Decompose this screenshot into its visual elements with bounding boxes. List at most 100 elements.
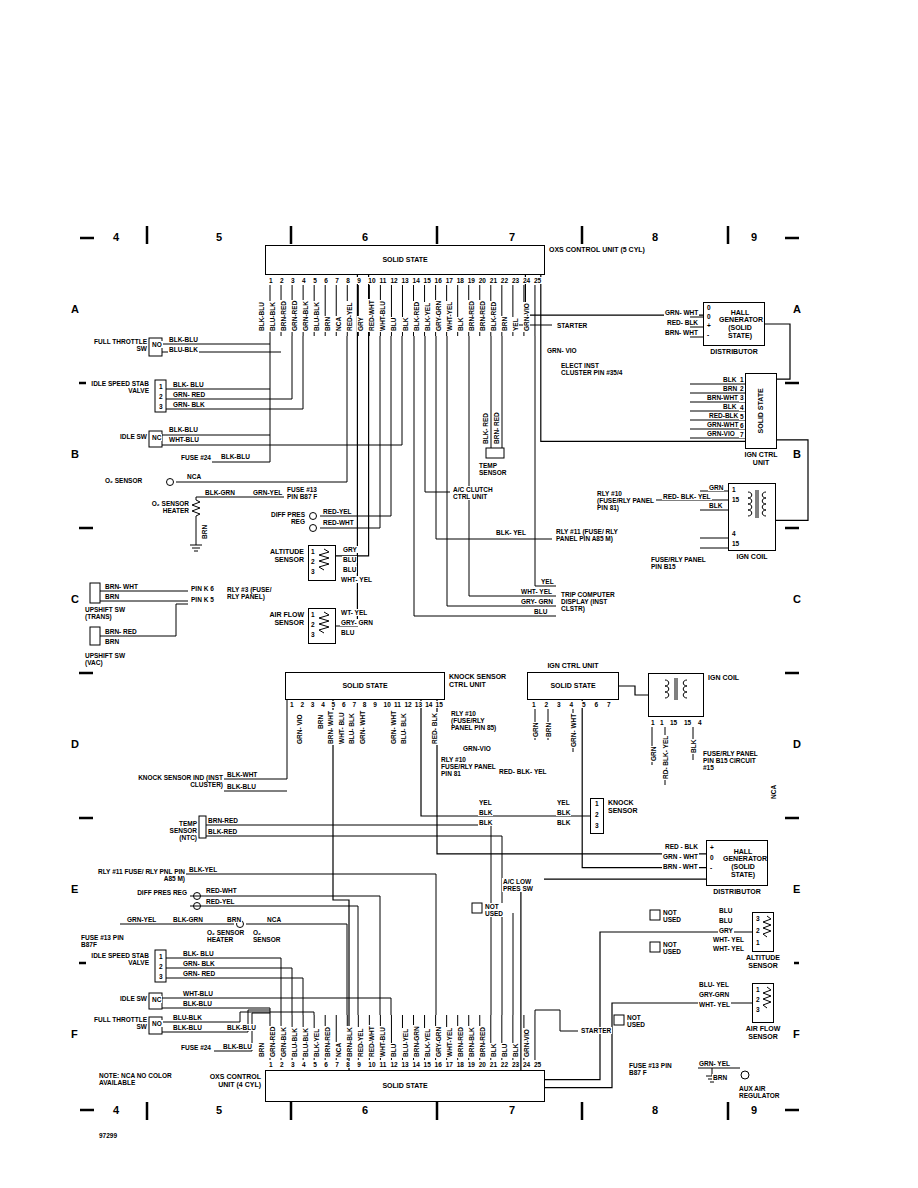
wire-label: BLU-BLK (269, 301, 276, 332)
box-text: SOLID STATE (550, 682, 595, 690)
wire-label: 3 (739, 394, 745, 401)
wire-label: GRN- RED (182, 970, 216, 977)
sensor-resistor (319, 549, 771, 1008)
wire-label: BLU (390, 317, 397, 332)
grid-reference: 5 (215, 231, 223, 244)
component-box: HALL GENERATOR (SOLID STATE)DISTRIBUTOR (706, 840, 768, 886)
wire-label: BRN-RED (457, 1026, 464, 1058)
wire-label: BLK- YEL (495, 529, 527, 536)
wire-label: BLK-BLU (220, 453, 251, 460)
connector-symbol (194, 893, 201, 900)
wire-label: BRN-WHT (706, 394, 739, 401)
wire-label: RED-WHT (205, 887, 238, 894)
wire-label: 1 (531, 701, 537, 708)
wire-label: RED-WHT (322, 519, 355, 526)
wire-label: RED-YEL (205, 898, 236, 905)
wire-label: BLK-GRN (204, 489, 236, 496)
wire-label: BLK (556, 809, 571, 816)
wire-label: AUX AIR REGULATOR (738, 1085, 792, 1099)
wire-label: A/C LOW PRES SW (502, 878, 544, 892)
wire-label: O₂ SENSOR HEATER (206, 929, 248, 943)
wire-label: 11 (378, 277, 387, 284)
wire-label: BLK (722, 403, 737, 410)
box-heading: AIR FLOW SENSOR (258, 611, 304, 626)
wire-label: BLK- RED (482, 412, 489, 445)
wire-label: NCA (266, 916, 282, 923)
wire-label: 14 (412, 1061, 421, 1068)
wire-label: 1 (268, 1061, 274, 1068)
wire (120, 700, 740, 1076)
wire-label: GRY (357, 316, 364, 332)
wire-label: 8 (345, 277, 351, 284)
wire-label: BRN (201, 524, 208, 540)
wire-label: RED- BLK- YEL (662, 493, 712, 500)
wire-label: 2 (158, 393, 164, 400)
wire-label: BRN (317, 714, 324, 730)
wire-connector (545, 932, 752, 1080)
wire-label: BLU (342, 566, 357, 573)
wire-label: BRN-RED (479, 1026, 486, 1058)
grid-reference: 8 (651, 231, 659, 244)
wire-label: 3 (158, 403, 164, 410)
wire-label: 21 (489, 1061, 498, 1068)
wire-label: WHT- BLU (338, 711, 345, 745)
grid-reference: 9 (750, 1104, 758, 1117)
wire-label: RED-WHT (368, 299, 375, 332)
wire-label: RLY #10 (FUSE/RLY PANEL PIN 81) (596, 490, 656, 511)
box-text: SOLID STATE (342, 682, 387, 690)
wire-label: BRN- WHT (104, 583, 139, 590)
wire-label: 14 (424, 701, 433, 708)
wire-label: 15 (435, 701, 444, 708)
wire-label: BLU (390, 1043, 397, 1058)
wire-label: FULL THROTTLE SW (84, 1016, 148, 1030)
wire-label: WHT-BLU (168, 436, 200, 443)
wire-label: RED-WHT (368, 1025, 375, 1058)
wire-label: 7 (351, 701, 357, 708)
wire-label: UPSHIFT SW (TRANS) (84, 606, 142, 620)
wire-label: RED- BLK (431, 712, 438, 745)
wire-label: 18 (456, 277, 465, 284)
wire-label: IDLE SPEED STAB VALVE (86, 952, 150, 966)
component-box: SOLID STATEOXS CONTROL UNIT (5 CYL) (265, 245, 545, 275)
coil-symbol (665, 490, 766, 700)
wire-label: GRN-RED (269, 1026, 276, 1058)
wire-label: GRN-BLK (302, 300, 309, 332)
wire-label: 7 (334, 1061, 340, 1068)
wire-label: GRN- BLK (182, 960, 216, 967)
wire-label: 17 (445, 277, 454, 284)
wire-label: NCA (770, 784, 777, 800)
wire-label: WHT-BLU (379, 1026, 386, 1058)
connector-symbol (90, 583, 100, 603)
connector-symbol (199, 816, 206, 838)
wire-label: WHT-YEL (446, 1027, 453, 1058)
wire-label: NOT USED (626, 1014, 654, 1028)
wire-label: 1 (158, 953, 164, 960)
wire-label: GRN-VIO (523, 302, 530, 332)
wire-label: 4 (697, 719, 703, 726)
wire-label: GRN (532, 722, 539, 738)
wire-label: GRY-GRN (435, 1026, 442, 1058)
wire-label: 7 (606, 701, 612, 708)
wire-label: RLY #10 (FUSE/RLY PANEL PIN 85) (450, 710, 508, 731)
wire-label: 15 (669, 719, 678, 726)
wire-label: RED- BLK (666, 319, 699, 326)
wire-label: 1 (310, 611, 316, 618)
wire-label: 6 (594, 701, 600, 708)
wire-label: NOT USED (662, 909, 690, 923)
wire-label: GRN- VIO (296, 713, 303, 745)
wire-label: PIN K 6 (190, 585, 215, 592)
wire-label: BRN-RED (280, 300, 287, 332)
wire-label: BRN-RED (468, 300, 475, 332)
wire-label: BLK (556, 819, 571, 826)
wire-label: 1 (289, 701, 295, 708)
wire-label: 20 (478, 277, 487, 284)
switch-symbol (149, 1017, 162, 1034)
wire-label: 3 (755, 1006, 761, 1013)
wire-label: 1 (310, 548, 316, 555)
box-text: HALL GENERATOR (SOLID STATE) (723, 848, 763, 879)
wire-label: BLK (457, 317, 464, 332)
wire-label: BRN (258, 1042, 265, 1058)
grid-reference: 5 (215, 1104, 223, 1117)
wire-label: 18 (456, 1061, 465, 1068)
wire-label: ELECT INST CLUSTER PIN #35/4 (560, 362, 624, 376)
